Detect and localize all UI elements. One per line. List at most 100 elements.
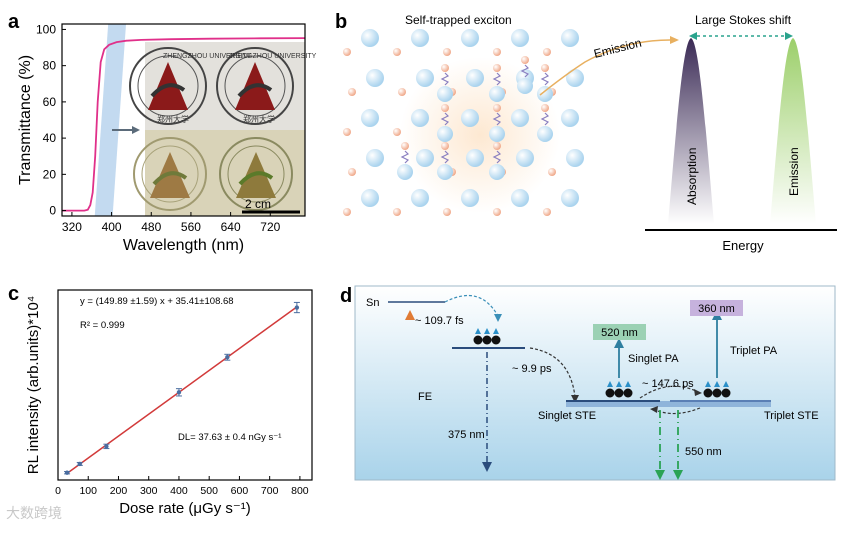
self-trapped-exciton-label: Self-trapped exciton	[405, 13, 512, 27]
trapped-ion-top	[493, 142, 501, 150]
plot-frame	[61, 23, 306, 217]
halide-ion	[461, 189, 479, 207]
panel-a-letter: a	[8, 11, 20, 33]
transmittance-chart: a	[8, 11, 317, 254]
energy-axis-label: Energy	[722, 238, 764, 253]
halide-ion	[566, 149, 584, 167]
exciton-bond	[492, 72, 502, 86]
singlet-excitons	[605, 381, 633, 398]
ste-band	[566, 401, 771, 407]
cation-ion	[443, 48, 451, 56]
x-tick-label: 480	[141, 220, 161, 234]
isc-arrow-head	[694, 389, 702, 396]
halide-ion	[366, 149, 384, 167]
trapped-ion-top	[541, 64, 549, 72]
panel-c-letter: c	[8, 283, 19, 305]
x-tick-label: 100	[79, 485, 97, 497]
panel-b: b Self-trapped exciton Emission Large St…	[325, 0, 849, 265]
cation-ion	[343, 48, 351, 56]
trapped-ion-bottom	[537, 86, 553, 102]
cation-ion	[443, 208, 451, 216]
seal-top-right	[216, 47, 294, 125]
exciton-bond	[440, 150, 450, 164]
halide-ion	[466, 149, 484, 167]
trapped-ion-bottom	[517, 78, 533, 94]
exciton-bond	[440, 72, 450, 86]
sn-relax-arrow-head	[494, 314, 502, 322]
x-tick-label: 300	[140, 485, 158, 497]
halide-ion	[461, 109, 479, 127]
data-point	[176, 390, 182, 395]
fe-excitons	[473, 328, 501, 345]
emission-arrow-head	[670, 36, 679, 44]
panel-d-letter: d	[340, 285, 352, 307]
seal-top-left	[129, 47, 207, 125]
crystal-lattice	[343, 29, 584, 216]
x-tick-label: 500	[200, 485, 218, 497]
singlet-relax-arrow	[529, 347, 576, 398]
halide-ion	[511, 109, 529, 127]
halide-ion	[366, 69, 384, 87]
inset-arrow-head	[132, 126, 140, 134]
trapped-ion-top	[521, 56, 529, 64]
fe-label: FE	[418, 391, 432, 403]
emission-550-head-right	[673, 470, 683, 480]
trapped-ion-bottom	[489, 164, 505, 180]
x-axis-label: Wavelength (nm)	[123, 237, 244, 254]
halide-ion	[511, 29, 529, 47]
trapped-ion-top	[441, 142, 449, 150]
data-point	[294, 305, 300, 310]
y-tick-label: 60	[43, 95, 57, 109]
uv-band	[94, 24, 127, 216]
x-tick-label: 640	[221, 220, 241, 234]
x-tick-label: 800	[291, 485, 309, 497]
peak-emission-label: Emission	[787, 147, 801, 196]
exciton-bond	[400, 150, 410, 164]
x-tick-label: 720	[260, 220, 280, 234]
r-squared: R² = 0.999	[80, 320, 125, 331]
halide-ion	[411, 109, 429, 127]
x-tick-label: 0	[55, 485, 61, 497]
watermark: 大数跨境	[6, 505, 62, 521]
cation-ion	[548, 168, 556, 176]
y-tick-label: 100	[36, 22, 56, 36]
halide-ion	[561, 109, 579, 127]
trapped-ion-bottom	[489, 86, 505, 102]
trapped-ion-top	[493, 104, 501, 112]
emission-550-label: 550 nm	[685, 446, 722, 458]
emission-550-head-left	[655, 470, 665, 480]
isc-return-arrow-head	[650, 406, 658, 413]
x-tick-label: 320	[62, 220, 82, 234]
halide-ion	[466, 69, 484, 87]
emission-arrow-label: Emission	[592, 36, 643, 61]
x-tick-label: 400	[102, 220, 122, 234]
seal-bottom-right	[219, 137, 293, 211]
halide-ion	[511, 189, 529, 207]
singlet-pa-arrow-head	[614, 338, 624, 348]
trapped-ion-top	[401, 142, 409, 150]
cation-ion	[343, 208, 351, 216]
plot-frame	[57, 289, 313, 481]
panel-a: a	[0, 0, 320, 265]
halide-ion	[411, 29, 429, 47]
seal-text-top-right: ZHENGZHOU UNIVERSITY	[228, 53, 317, 60]
diagram-background	[354, 285, 836, 481]
linear-fit-line	[66, 306, 298, 474]
trapped-ion-bottom	[437, 126, 453, 142]
detection-limit: DL= 37.63 ± 0.4 nGy s⁻¹	[178, 432, 281, 443]
emission-peak	[770, 38, 816, 224]
trapped-ion-bottom	[437, 164, 453, 180]
stokes-arrow-right	[785, 32, 793, 40]
x-tick-label: 400	[170, 485, 188, 497]
singlet-relax-arrow-head	[571, 395, 579, 403]
stokes-shift-diagram: b Self-trapped exciton Emission Large St…	[335, 11, 837, 253]
x-tick-label: 200	[110, 485, 128, 497]
cation-ion	[348, 168, 356, 176]
y-tick-label: 20	[43, 167, 57, 181]
box-520nm	[593, 324, 646, 340]
emission-375-arrow-head	[482, 462, 492, 472]
triplet-excitons	[703, 381, 731, 398]
